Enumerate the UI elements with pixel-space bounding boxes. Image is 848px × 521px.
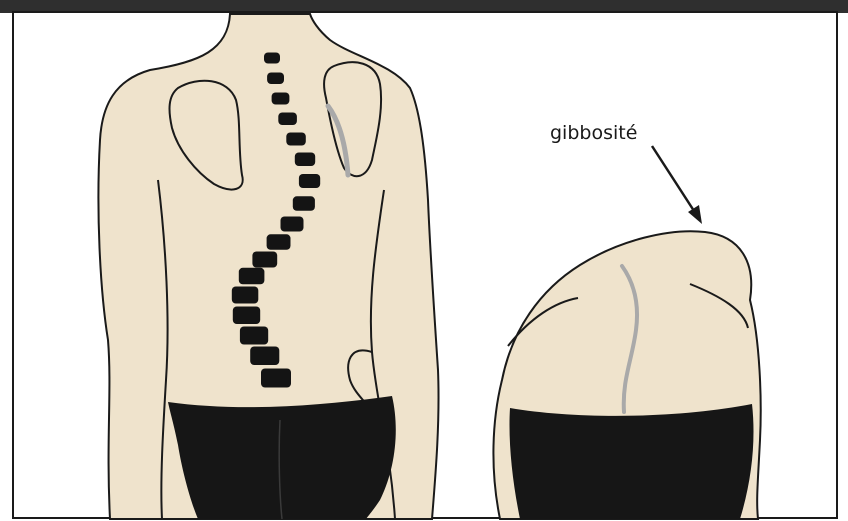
vertebra	[232, 287, 258, 304]
gibbosity-label: gibbosité	[550, 122, 637, 144]
vertebra	[286, 133, 306, 146]
vertebra	[267, 73, 284, 85]
vertebra	[293, 196, 315, 211]
forward-bend-figure	[493, 231, 760, 519]
vertebra	[267, 234, 291, 250]
vertebra	[272, 93, 290, 105]
bent-briefs	[509, 404, 753, 519]
vertebra	[239, 268, 265, 285]
vertebra	[278, 113, 297, 126]
vertebra	[281, 217, 304, 232]
vertebra	[264, 53, 280, 64]
vertebra	[233, 307, 260, 325]
back-briefs	[168, 396, 396, 519]
back-view-figure	[98, 14, 438, 519]
vertebra	[295, 153, 315, 167]
vertebra	[250, 347, 279, 366]
vertebra	[299, 174, 320, 188]
gibbosity-arrow	[652, 146, 702, 224]
vertebra	[261, 369, 291, 388]
vertebra	[252, 252, 277, 268]
vertebra	[240, 327, 268, 345]
